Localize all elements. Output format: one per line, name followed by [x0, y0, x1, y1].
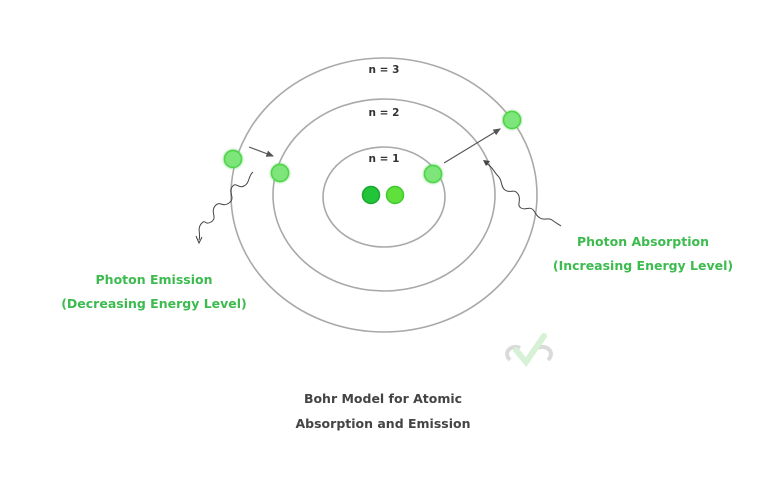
nucleus-particle-1 [361, 185, 381, 205]
photon-emission-subtitle: (Decreasing Energy Level) [61, 296, 247, 311]
orbit-n2 [272, 98, 496, 292]
checkmark-logo-icon [505, 333, 553, 367]
photon-absorption-label: Photon Absorption (Increasing Energy Lev… [543, 230, 743, 278]
orbit-label-n1: n = 1 [368, 153, 400, 165]
electron-absorption-start [423, 164, 443, 184]
orbit-n1 [322, 146, 446, 248]
absorption-transition-arrow [443, 128, 501, 164]
orbit-n3 [230, 57, 538, 333]
electrons [223, 110, 522, 184]
caption-line-1: Bohr Model for Atomic [303, 391, 463, 406]
orbit-label-n2: n = 2 [368, 107, 400, 119]
emitted-photon-arrowhead [195, 235, 203, 245]
photon-emission-label: Photon Emission (Decreasing Energy Level… [54, 268, 254, 316]
photon-absorption-subtitle: (Increasing Energy Level) [552, 258, 734, 273]
absorbed-photon-wave-icon [486, 163, 562, 227]
electron-emission-start [223, 149, 243, 169]
photon-emission-title: Photon Emission [95, 272, 213, 287]
electron-emission-end [270, 163, 290, 183]
nucleus-particle-2 [385, 185, 405, 205]
figure-caption: Bohr Model for Atomic Absorption and Emi… [268, 386, 498, 436]
caption-line-2: Absorption and Emission [295, 416, 471, 431]
electron-absorption-end [502, 110, 522, 130]
absorbed-photon-arrowhead [483, 160, 490, 166]
orbit-label-n3: n = 3 [368, 64, 400, 76]
emission-transition-arrow [248, 146, 275, 157]
photon-absorption-title: Photon Absorption [577, 234, 709, 249]
nucleus [361, 185, 405, 205]
emitted-photon-wave-icon [198, 171, 254, 241]
